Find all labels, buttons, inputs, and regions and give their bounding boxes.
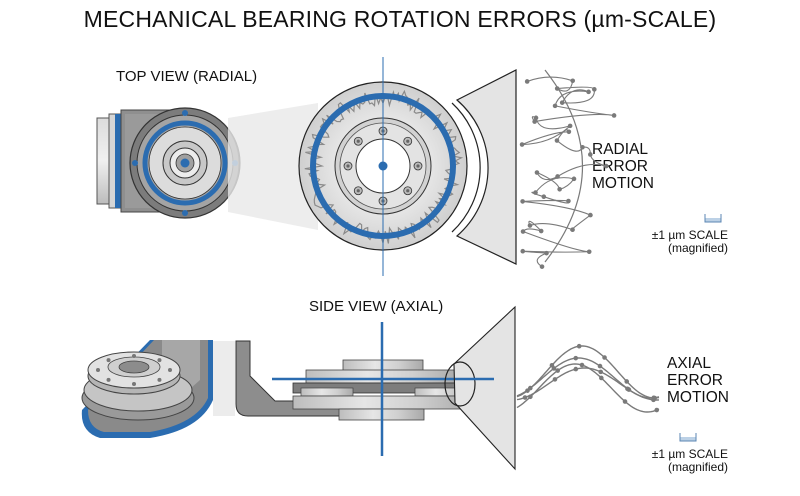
top-view-label: TOP VIEW (RADIAL) <box>116 68 258 85</box>
radial-sample-point <box>520 229 526 234</box>
axial-sample-point <box>576 343 582 349</box>
radial-sample-point <box>554 138 560 143</box>
axial-sample-point <box>573 355 579 361</box>
radial-sample-point <box>571 176 577 182</box>
radial-sample-point <box>588 212 593 218</box>
radial-sample-point <box>544 250 549 256</box>
radial-error-motion-plot <box>519 69 617 269</box>
radial-sample-point <box>566 129 572 135</box>
radial-sample-point <box>533 115 539 121</box>
axial-sample-point <box>599 375 604 381</box>
radial-sample-point <box>524 79 530 84</box>
radial-sample-point <box>611 113 617 118</box>
radial-magnifier-wedge <box>455 69 517 265</box>
radial-sample-point <box>587 152 593 157</box>
axial-sample-point <box>551 366 557 371</box>
axial-sample-point <box>654 407 660 413</box>
axial-sample-point <box>622 399 628 404</box>
axial-sample-point <box>527 385 533 391</box>
radial-scale-bar-icon <box>704 214 722 223</box>
top-view-bearing-assembly <box>96 107 241 219</box>
side-view-bearing-isometric <box>81 340 214 438</box>
l-bracket <box>235 340 341 417</box>
radial-sample-point <box>603 163 609 169</box>
radial-sample-point <box>592 87 597 92</box>
axial-sample-point <box>624 379 630 384</box>
radial-sample-point <box>554 86 560 91</box>
axial-sample-point <box>597 363 603 369</box>
axial-error-label: AXIAL ERROR MOTION <box>667 355 729 406</box>
radial-sample-point <box>567 123 573 129</box>
radial-disc-magnified <box>298 57 468 276</box>
radial-sample-point <box>557 186 562 192</box>
radial-sample-point <box>541 194 547 200</box>
radial-sample-point <box>586 249 592 255</box>
radial-sample-point <box>586 89 591 95</box>
axial-sample-point <box>651 397 656 403</box>
axial-error-wave <box>516 367 660 401</box>
radial-sample-point <box>532 119 537 124</box>
axial-sample-point <box>579 362 585 368</box>
radial-sample-point <box>538 228 544 234</box>
axial-sample-point <box>598 369 604 375</box>
axial-sample-point <box>625 386 630 392</box>
axial-magnifier-cone <box>453 305 516 471</box>
radial-sample-point <box>520 248 526 254</box>
axial-scale-bar-icon <box>679 433 697 442</box>
axial-scale-text: ±1 µm SCALE (magnified) <box>651 447 728 474</box>
radial-error-trace-on-disc <box>304 89 464 246</box>
radial-sample-point <box>520 199 525 204</box>
radial-sample-point <box>580 144 585 150</box>
radial-error-label: RADIAL ERROR MOTION <box>592 141 654 192</box>
axial-sample-point <box>555 368 560 373</box>
radial-sample-point <box>566 198 571 204</box>
axial-sample-point <box>522 395 528 400</box>
radial-sample-point <box>552 103 558 109</box>
bolt-holes <box>343 126 423 206</box>
axial-sample-point <box>602 355 607 360</box>
axial-error-wave <box>516 345 660 399</box>
radial-sample-point <box>534 170 540 175</box>
radial-sample-point <box>559 100 565 105</box>
side-view-label: SIDE VIEW (AXIAL) <box>309 298 444 315</box>
radial-sample-point <box>533 190 538 195</box>
axial-sample-point <box>528 394 533 400</box>
radial-scale-text: ±1 µm SCALE (magnified) <box>651 228 728 255</box>
radial-sample-point <box>555 174 560 179</box>
radial-sample-point <box>570 227 575 233</box>
radial-sample-point <box>539 264 545 269</box>
side-view-bearing-stack <box>272 322 492 456</box>
axial-error-motion-plot <box>516 343 660 413</box>
radial-sample-point <box>519 142 525 147</box>
axial-sample-point <box>573 366 579 372</box>
axial-sample-point <box>552 377 558 382</box>
axial-magnifier-lens <box>444 361 476 407</box>
axial-error-wave <box>516 363 660 413</box>
diagram-title: MECHANICAL BEARING ROTATION ERRORS (µm-S… <box>83 6 717 32</box>
radial-sample-point <box>570 78 576 84</box>
radial-sample-point <box>527 223 533 228</box>
top-view-projection-cone <box>228 103 318 230</box>
